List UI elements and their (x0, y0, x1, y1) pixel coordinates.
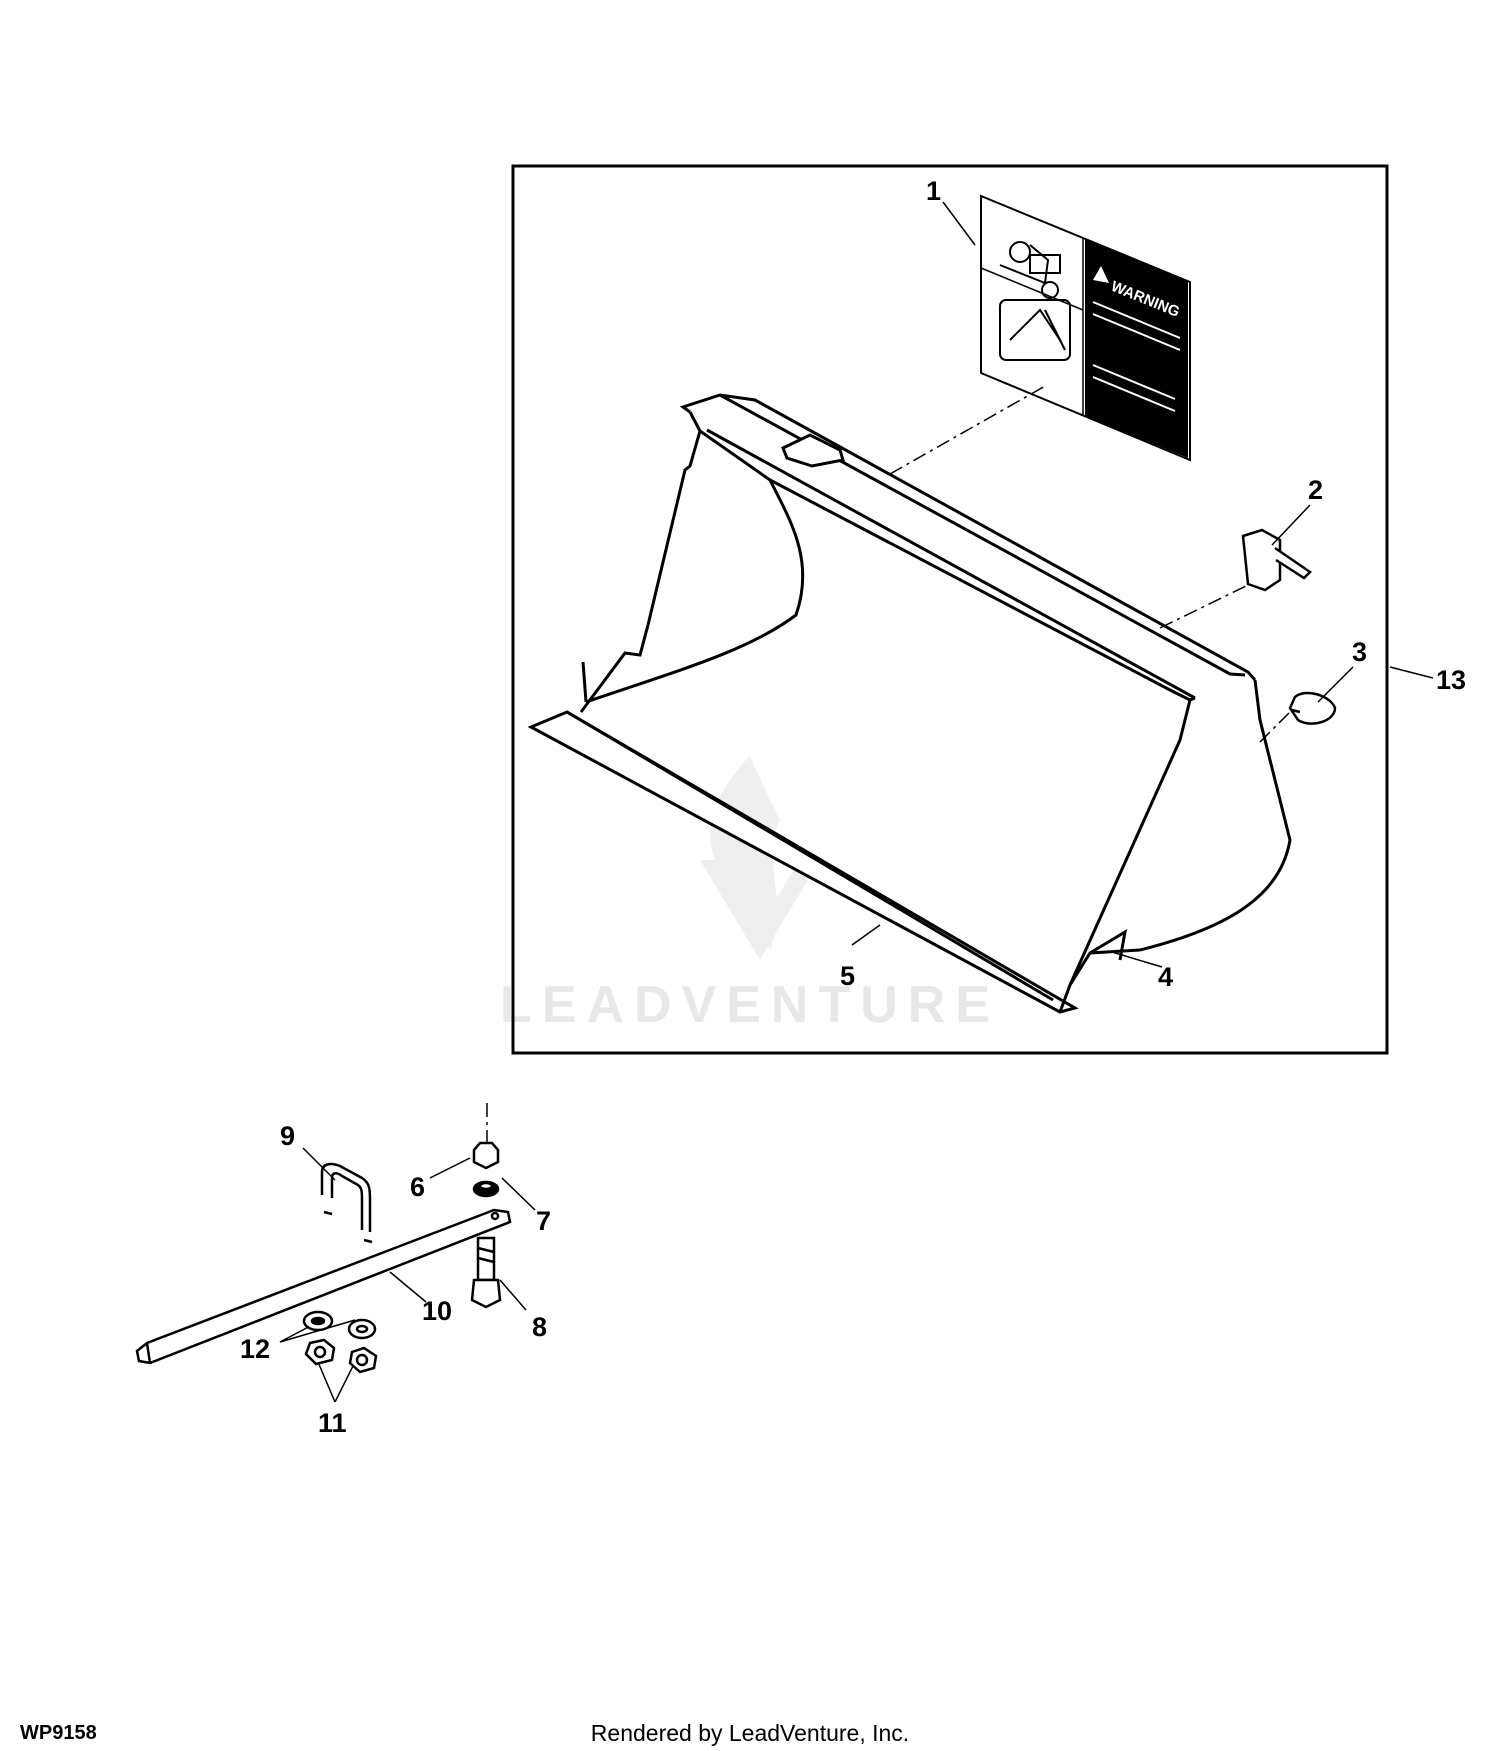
callout-1: 1 (926, 176, 941, 206)
part-2-clip (1241, 528, 1312, 592)
figure-id: WP9158 (20, 1722, 97, 1744)
hardware-kit (135, 1141, 512, 1374)
leader-lines (279, 201, 1434, 1403)
bucket-assembly-frame (511, 164, 1389, 1055)
callout-9: 9 (280, 1121, 295, 1151)
rendered-by-footer: Rendered by LeadVenture, Inc. (590, 1720, 910, 1746)
assembly-lines (486, 384, 1291, 1145)
callout-10: 10 (422, 1296, 452, 1326)
callout-5: 5 (840, 961, 855, 991)
callout-7: 7 (536, 1206, 551, 1236)
callout-12: 12 (240, 1334, 270, 1364)
callout-6: 6 (410, 1172, 425, 1202)
watermark-text: LEADVENTURE (500, 976, 1000, 1034)
callout-labels: 1 2 3 4 5 6 7 8 9 10 11 12 13 (240, 176, 1466, 1438)
bucket (527, 393, 1292, 1014)
callout-4: 4 (1158, 962, 1173, 992)
callout-2: 2 (1308, 475, 1323, 505)
part-3-plug (1288, 691, 1337, 725)
callout-8: 8 (532, 1312, 547, 1342)
warning-decal: WARNING (980, 194, 1191, 462)
callout-3: 3 (1352, 637, 1367, 667)
leadventure-watermark: LEADVENTURE (500, 755, 1000, 1034)
callout-13: 13 (1436, 665, 1466, 695)
callout-11: 11 (318, 1408, 347, 1438)
